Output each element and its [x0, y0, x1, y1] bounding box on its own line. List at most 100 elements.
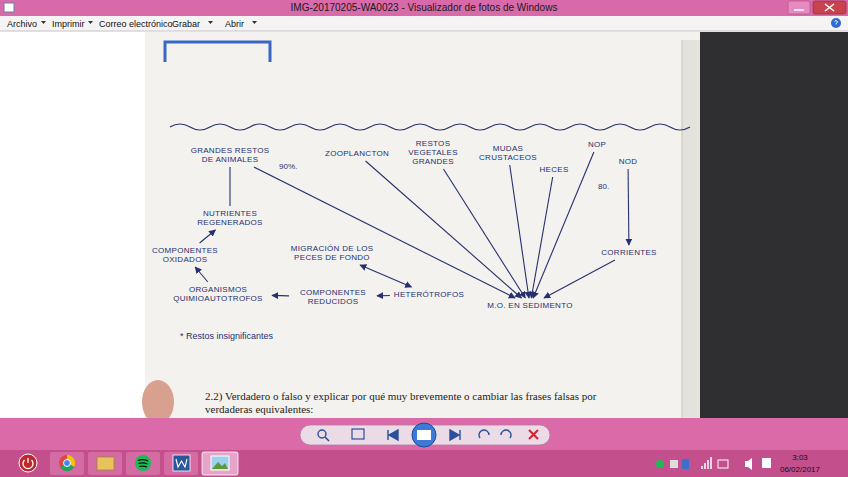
node-text: M.O. EN SEDIMENTO — [487, 301, 572, 310]
handwritten-node: COMPONENTES OXIDADOS — [143, 245, 227, 265]
close-cross — [825, 4, 834, 11]
percentage-note: 80. — [598, 182, 622, 192]
node-text: NOP — [588, 140, 606, 149]
flow-arrow — [628, 169, 630, 245]
node-text: HECES — [539, 165, 568, 174]
power-icon — [19, 454, 37, 472]
window-button — [788, 1, 810, 14]
flow-arrow — [366, 161, 522, 298]
taskbar — [0, 450, 848, 477]
percentage-note: 90%. — [279, 162, 309, 172]
previous-icon — [388, 430, 398, 440]
blue-frame — [165, 42, 270, 62]
volume-icon — [745, 458, 752, 470]
node-text: RESTOS VEGETALES GRANDES — [405, 139, 461, 166]
node-text: MUDAS CRUSTACEOS — [476, 144, 540, 162]
dropdown-triangle — [208, 21, 213, 24]
dropdown-triangle — [41, 21, 46, 24]
folder-icon — [97, 457, 114, 470]
word-icon — [173, 455, 190, 471]
taskbar-button — [50, 452, 84, 475]
node-text: ORGANISMOS QUIMIOAUTOTROFOS — [168, 285, 268, 303]
help-icon — [831, 18, 841, 28]
handwritten-node: ORGANISMOS QUIMIOAUTOTROFOS — [166, 284, 270, 304]
zoom-icon — [318, 430, 326, 438]
menu-bar — [0, 16, 848, 31]
menu-item: Abrir — [225, 19, 255, 30]
dark-table — [700, 32, 848, 418]
handwritten-node: HETERÓTROFOS — [392, 289, 466, 300]
node-text: COMPONENTES OXIDADOS — [145, 246, 225, 264]
handwritten-node: CORRIENTES — [599, 247, 658, 258]
handwritten-node: COMPONENTES REDUCIDOS — [291, 287, 375, 307]
minimize-glyph — [794, 9, 804, 11]
flow-arrow — [200, 230, 216, 243]
flow-arrow — [254, 167, 515, 298]
handwritten-node: GRANDES RESTOS DE ANIMALES — [183, 145, 277, 165]
handwritten-node: MUDAS CRUSTACEOS — [474, 143, 542, 163]
clock-date: 06/02/2017 — [776, 465, 824, 475]
taskbar — [0, 450, 848, 477]
sea-surface — [170, 124, 690, 130]
menu-item: Correo electrónico — [99, 19, 179, 30]
zoom-icon — [325, 437, 329, 441]
slideshow-button — [412, 423, 436, 447]
sheet-edge — [682, 40, 683, 418]
power-glyph — [23, 458, 33, 469]
flow-arrow — [360, 265, 411, 287]
word-glyph — [176, 459, 187, 467]
paper-sheet — [145, 32, 700, 418]
node-text: COMPONENTES REDUCIDOS — [293, 288, 373, 306]
delete-icon — [529, 430, 538, 439]
flow-arrow — [544, 260, 615, 298]
node-text: CORRIENTES — [601, 248, 656, 257]
chrome-icon — [59, 455, 75, 471]
taskbar-button — [88, 452, 122, 475]
close-button — [813, 1, 846, 14]
dropdown-triangle — [252, 21, 257, 24]
taskbar-button-active — [202, 452, 238, 475]
menu-item: Grabar — [172, 19, 212, 30]
control-bar — [0, 418, 848, 450]
node-text: ZOOPLANCTON — [325, 149, 389, 158]
flow-arrow — [377, 295, 390, 296]
spotify-icon — [135, 455, 151, 471]
node-text: MIGRACIÓN DE LOS PECES DE FONDO — [280, 244, 384, 262]
handwritten-node: MIGRACIÓN DE LOS PECES DE FONDO — [278, 243, 386, 263]
flow-arrow — [229, 167, 230, 206]
handwritten-node: M.O. EN SEDIMENTO — [485, 300, 574, 311]
thumb — [142, 380, 174, 424]
handwritten-node: RESTOS VEGETALES GRANDES — [403, 138, 463, 167]
handwritten-node: NOD — [617, 156, 640, 167]
menu-item: Archivo — [7, 19, 47, 30]
clock-time: 3:03 — [780, 453, 820, 463]
window-title: IMG-20170205-WA0023 - Visualizador de fo… — [224, 2, 624, 14]
node-text: HETERÓTROFOS — [394, 290, 464, 299]
spotify-glyph — [138, 460, 148, 467]
handwritten-node: HECES — [537, 164, 570, 175]
dropdown-triangle — [88, 21, 93, 24]
handwritten-node: NUTRIENTES REGENERADOS — [188, 208, 272, 228]
handwritten-node: NOP — [586, 139, 608, 150]
tray-icon — [682, 459, 689, 469]
viewer-controls — [0, 418, 848, 450]
flow-arrow — [272, 295, 289, 297]
slideshow-icon — [417, 430, 431, 440]
menu-border — [0, 31, 848, 32]
footnote: * Restos insignificantes — [180, 331, 360, 342]
node-text: GRANDES RESTOS DE ANIMALES — [185, 146, 275, 164]
handwritten-node: ZOOPLANCTON — [323, 148, 391, 159]
menu-item: Imprimir — [52, 19, 92, 30]
title-bar — [0, 0, 848, 16]
signal-icon — [702, 457, 711, 469]
node-text: NOD — [619, 157, 638, 166]
flow-arrow — [195, 267, 208, 282]
app-icon — [4, 3, 14, 12]
flag-icon — [762, 458, 771, 468]
chrome-icon — [64, 460, 71, 467]
tray-icon — [656, 460, 664, 468]
title-bar — [0, 0, 848, 16]
exercise-text: 2.2) Verdadero o falso y explicar por qu… — [205, 390, 645, 416]
